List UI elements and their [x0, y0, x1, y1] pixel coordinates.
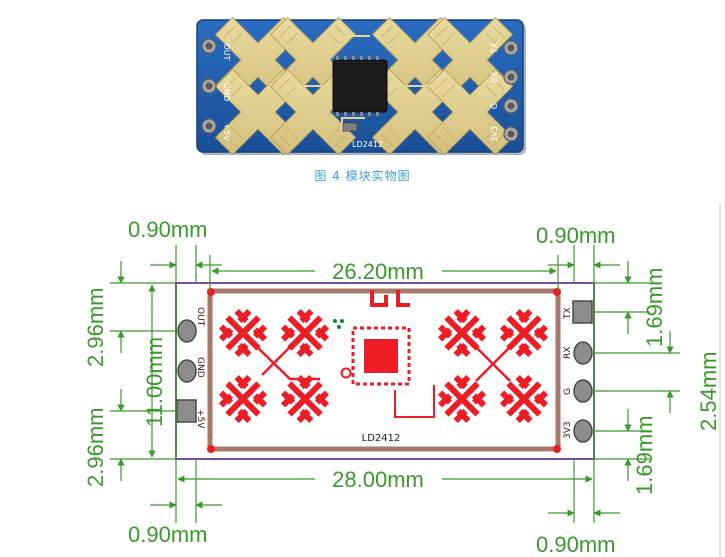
drawing-pad-3v3 [573, 419, 593, 443]
drawing-board-label: LD2412 [362, 433, 401, 444]
photo-board-label: LD2412 [352, 140, 383, 149]
dim-bottom-left-pad: 0.90mm [128, 522, 207, 547]
dim-right-pitch: 2.54mm [696, 352, 721, 431]
drawing-chip-outline [351, 326, 411, 386]
drawing-right-pads [572, 300, 593, 443]
dim-height: 11.00mm [142, 337, 167, 427]
dim-inner-width: 26.20mm [332, 259, 424, 284]
dim-left-bottom-offset: 2.96mm [83, 408, 108, 487]
photo-pin-5v [201, 118, 217, 134]
drawing-pin-label-3v3: 3V3 [563, 421, 573, 439]
drawing-pin-label-tx: TX [563, 307, 573, 320]
drawing-pin-label-5v: +5V [195, 409, 205, 429]
drawing-pad-gnd [177, 359, 197, 383]
photo-pin-label-g: G [490, 103, 499, 109]
drawing-pin-label-out: OUT [195, 307, 205, 327]
photo-pin-out [201, 38, 217, 54]
photo-pin-label-5v: +5V [222, 123, 231, 141]
photo-pin-label-gnd: GND [222, 83, 231, 101]
drawing-pad-g [573, 379, 593, 403]
drawing-pin-label-rx: RX [563, 347, 573, 359]
drawing-pin-label-gnd: GND [195, 357, 205, 378]
drawing-pad-rx [573, 341, 593, 365]
photo-pin-g [503, 98, 519, 114]
photo-chip [332, 59, 388, 113]
module-photo: LD2412 OUT GND +5V TX RX G 3V3 [189, 0, 539, 181]
dim-right-top-offset: 1.69mm [642, 268, 667, 347]
dim-left-top-offset: 2.96mm [83, 288, 108, 367]
drawing-pin-label-g: G [563, 388, 573, 395]
photo-pin-tx [503, 40, 519, 56]
photo-pin-label-tx: TX [490, 42, 499, 54]
dim-top-left-pad: 0.90mm [128, 217, 207, 242]
drawing-pad-out [177, 319, 197, 343]
photo-pin-rx [503, 69, 519, 85]
photo-pin-label-3v3: 3V3 [490, 126, 499, 142]
dim-bottom-right-pad: 0.90mm [536, 532, 615, 557]
drawing-chip [364, 339, 398, 373]
photo-pin-3v3 [503, 126, 519, 142]
drawing-antenna-left [218, 308, 330, 424]
photo-pin-label-rx: RX [490, 71, 499, 83]
dim-outer-width: 28.00mm [332, 467, 424, 492]
drawing-antenna-right [437, 308, 549, 424]
drawing-pad-tx [572, 300, 593, 324]
figure-caption: 图 4 模块实物图 [314, 169, 411, 183]
drawing-inner-frame [207, 288, 561, 452]
photo-pin-gnd [201, 78, 217, 94]
dimension-drawing: LD2412 OUT GND +5V TX RX G 3V3 [83, 203, 721, 557]
drawing-pad-5v [176, 399, 197, 423]
dim-right-bottom-offset: 1.69mm [632, 416, 657, 495]
photo-pin-label-out: OUT [222, 43, 231, 60]
drawing-left-pads [176, 319, 197, 423]
dim-top-right-pad: 0.90mm [536, 223, 615, 248]
